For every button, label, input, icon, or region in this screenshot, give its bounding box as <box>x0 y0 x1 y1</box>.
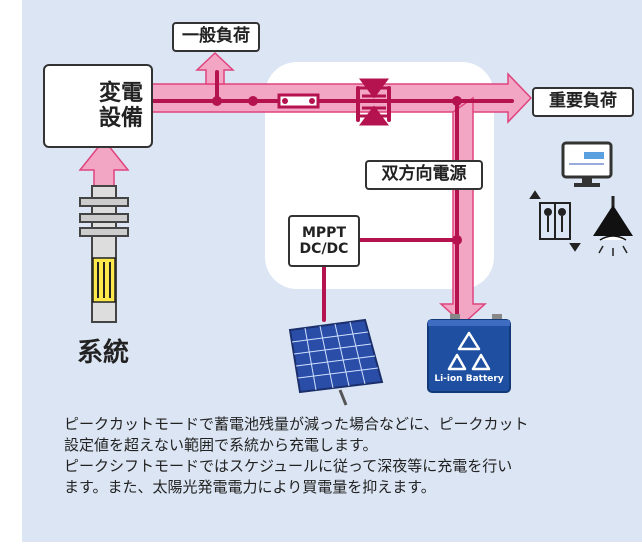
substation-label-line1: 変電 <box>98 80 143 106</box>
mppt-label-line1: MPPT <box>301 224 346 241</box>
thyristor-icon <box>358 78 389 126</box>
substation-label-line2: 設備 <box>98 106 143 131</box>
battery-icon <box>427 314 511 393</box>
mppt-label-line2: DC/DC <box>299 241 349 257</box>
switch-icon <box>277 93 320 109</box>
elevator-icon <box>529 190 581 252</box>
important-load-label: 重要負荷 <box>532 87 634 117</box>
caption-line: ピークカットモードで蓄電池残量が減った場合などに、ピークカット <box>64 415 529 433</box>
main-flow-arrow <box>135 72 533 124</box>
junction-dots <box>212 96 462 245</box>
substation-label: 変電 設備 <box>43 64 153 148</box>
general-load-label: 一般負荷 <box>172 22 260 52</box>
mppt-dcdc-label: MPPT DC/DC <box>288 215 360 267</box>
description-caption: ピークカットモードで蓄電池残量が減った場合などに、ピークカット 設定値を超えない… <box>64 414 624 498</box>
recycle-icon <box>447 331 491 371</box>
battery-charge-arrow <box>439 96 487 326</box>
general-load-arrow <box>195 51 235 85</box>
caption-line: ます。また、太陽光発電電力により買電量を抑えます。 <box>64 478 436 496</box>
lamp-icon <box>593 196 633 256</box>
utility-pole-icon <box>79 185 129 323</box>
solar-panel-icon <box>288 318 384 406</box>
grid-flow-arrow <box>78 138 130 187</box>
bidirectional-power-label: 双方向電源 <box>365 160 483 190</box>
grid-label: 系統 <box>77 338 130 368</box>
monitor-icon <box>561 141 613 187</box>
caption-line: ピークシフトモードではスケジュールに従って深夜等に充電を行い <box>64 457 513 475</box>
battery-label: Li-ion Battery <box>434 374 504 384</box>
caption-line: 設定値を超えない範囲で系統から充電します。 <box>64 436 378 454</box>
